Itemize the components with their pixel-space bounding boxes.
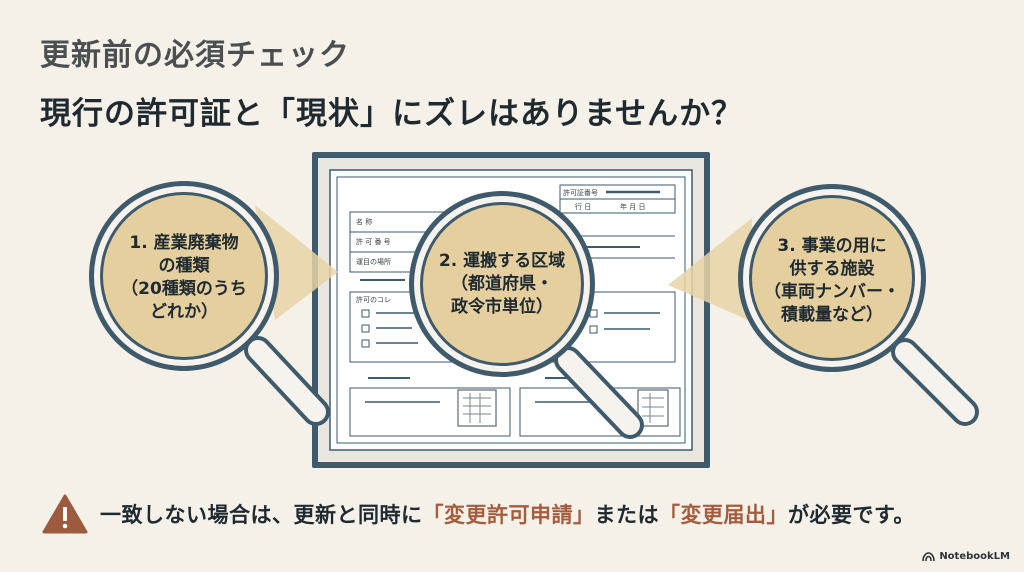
page-title: 更新前の必須チェック	[40, 38, 350, 73]
warning-prefix: 一致しない場合は、更新と同時に	[100, 503, 423, 527]
warning-icon	[42, 494, 88, 534]
lens-label-2: 2. 運搬する区域 （都道府県・ 政令市単位）	[438, 251, 566, 317]
lens-label-1: 1. 産業廃棄物 の種類 （20種類のうち どれか）	[121, 233, 247, 322]
magnifier-icon-2	[409, 191, 644, 439]
seal-stamp-right	[637, 389, 669, 427]
brand-logo: NotebookLM	[922, 551, 1010, 562]
issue-date-units: 年 月 日	[620, 202, 645, 211]
warning-banner: 一致しない場合は、更新と同時に「変更許可申請」または「変更届出」が必要です。	[42, 494, 915, 534]
permit-number-label: 許可証番号	[563, 188, 598, 197]
page-subtitle: 現行の許可証と「現状」にズレはありませんか？	[40, 96, 744, 132]
lens-label-3: 3. 事業の用に 供する施設 （車両ナンバー・ 積載量など）	[764, 236, 900, 325]
warning-highlight-change-notice: 「変更届出」	[659, 503, 788, 527]
lens-beam-right	[668, 218, 752, 320]
notebooklm-icon	[922, 551, 936, 561]
permit-no-label: 許 可 番 号	[356, 237, 391, 246]
seal-stamp-left	[457, 389, 497, 427]
scope-label: 許可のコレ	[356, 295, 391, 304]
brand-label: NotebookLM	[939, 551, 1010, 562]
warning-highlight-change-permit: 「変更許可申請」	[422, 503, 595, 527]
warning-suffix: が必要です。	[788, 503, 915, 527]
warning-middle: または	[594, 503, 659, 527]
purpose-label: 運目の場所	[356, 257, 391, 266]
magnifier-icon-3	[738, 184, 979, 426]
magnifier-icon-1	[89, 181, 330, 426]
name-label: 名 称	[356, 217, 372, 226]
warning-text: 一致しない場合は、更新と同時に「変更許可申請」または「変更届出」が必要です。	[100, 499, 915, 529]
issue-date-label: 行 日	[575, 202, 591, 211]
